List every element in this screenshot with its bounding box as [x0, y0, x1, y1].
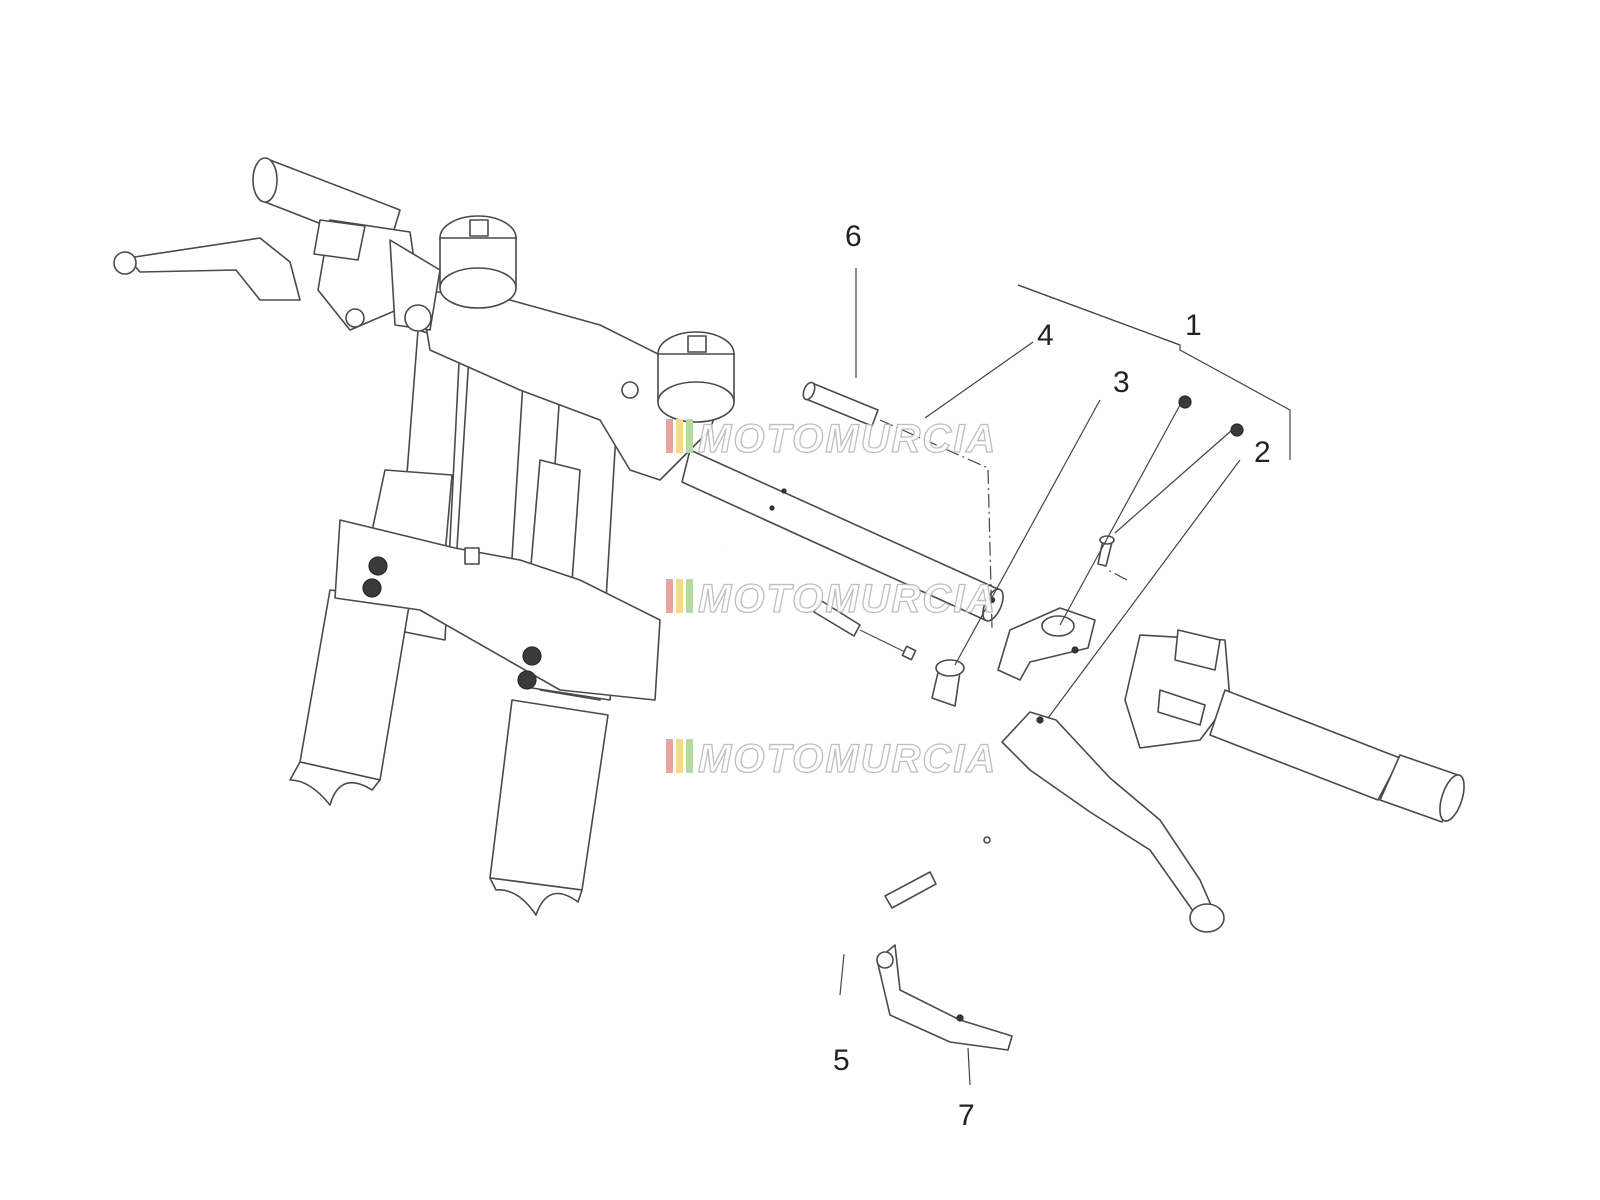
- throttle-grip: [1209, 689, 1401, 801]
- upper-triple-clamp: [419, 215, 735, 481]
- watermark-stripe: [666, 579, 673, 613]
- callout-dot: [1178, 395, 1192, 409]
- callout-1: 1: [1185, 309, 1202, 342]
- clamp-bolt: [368, 556, 388, 576]
- watermark-stripe: [676, 579, 683, 613]
- watermark-logo: MOTOMURCIA: [666, 576, 997, 622]
- callout-6: 6: [845, 220, 862, 253]
- lower-triple-clamp: [334, 519, 661, 701]
- right-switch-and-grip: [1124, 629, 1465, 823]
- watermark-text: MOTOMURCIA: [698, 577, 997, 621]
- callout-5: 5: [833, 1044, 850, 1077]
- adjuster-screw: [1097, 535, 1115, 567]
- watermark-stripe: [686, 739, 693, 773]
- watermark-stripe: [666, 419, 673, 453]
- stem-nut: [464, 547, 480, 565]
- front-brake-lever: [127, 237, 301, 301]
- handlebar-tube: [681, 449, 1004, 622]
- watermark-text: MOTOMURCIA: [698, 417, 997, 461]
- watermark-logo: MOTOMURCIA: [666, 416, 997, 462]
- part-5-clutch-cable: [710, 546, 991, 969]
- leader-lines: [839, 268, 1291, 1086]
- callout-4: 4: [1037, 319, 1054, 352]
- callout-7: 7: [958, 1099, 975, 1132]
- clamp-bolt: [362, 578, 382, 598]
- watermark-stripe: [686, 579, 693, 613]
- watermark-text: MOTOMURCIA: [698, 737, 997, 781]
- part-2-clutch-lever: [1001, 711, 1225, 933]
- part-3-bushing: [931, 659, 965, 707]
- watermark-stripe: [676, 739, 683, 773]
- clutch-lever-bracket: [997, 607, 1096, 681]
- left-handlebar-assembly: [113, 157, 441, 332]
- part-7-cable-bracket: [876, 944, 1013, 1051]
- callout-dot: [1230, 423, 1244, 437]
- watermark-logo: MOTOMURCIA: [666, 736, 997, 782]
- watermark-stripe: [666, 739, 673, 773]
- watermark-stripe: [686, 419, 693, 453]
- watermark-stripe: [676, 419, 683, 453]
- clamp-bolt: [522, 646, 542, 666]
- callout-3: 3: [1113, 366, 1130, 399]
- clamp-bolt: [517, 670, 537, 690]
- callout-2: 2: [1254, 436, 1271, 469]
- part-6-pin: [802, 381, 879, 427]
